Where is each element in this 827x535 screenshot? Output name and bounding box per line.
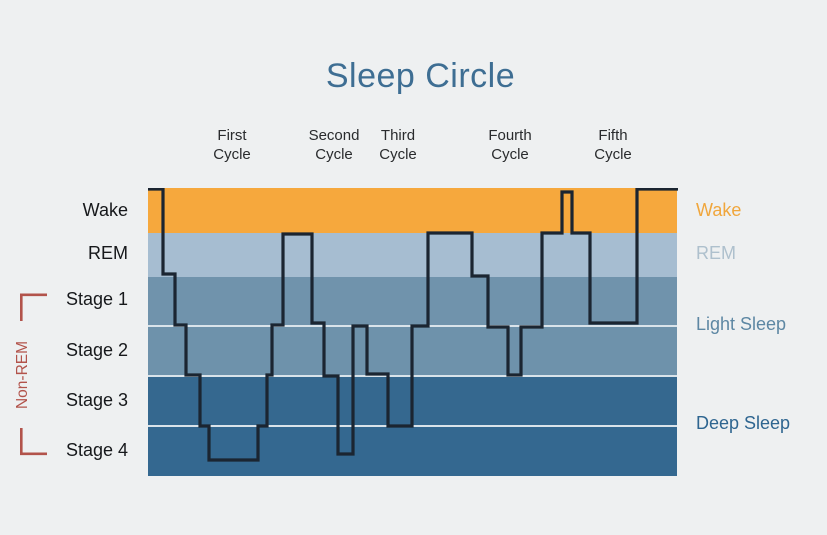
- legend-light-sleep: Light Sleep: [696, 314, 787, 334]
- cycle-header-line2: Cycle: [379, 146, 417, 163]
- cycle-header-line2: Cycle: [491, 146, 529, 163]
- non-rem-label: Non-REM: [14, 340, 31, 410]
- cycle-header-line2: Cycle: [315, 146, 353, 163]
- cycle-header-line1: First: [217, 127, 247, 144]
- cycle-header-line1: Second: [308, 127, 360, 144]
- legend-rem: REM: [696, 243, 736, 263]
- stage-label-stage4: Stage 4: [65, 440, 128, 460]
- cycle-header-line1: Third: [380, 127, 416, 144]
- cycle-header-third: Third Cycle: [353, 126, 443, 164]
- hypnogram-line: [148, 188, 678, 462]
- cycle-header-fourth: Fourth Cycle: [465, 126, 555, 164]
- stage-label-stage1: Stage 1: [65, 289, 128, 309]
- cycle-header-first: First Cycle: [187, 126, 277, 164]
- cycle-header-fifth: Fifth Cycle: [568, 126, 658, 164]
- cycle-header-second: Second Cycle: [289, 126, 379, 164]
- cycle-header-line2: Cycle: [594, 146, 632, 163]
- page-title: Sleep Circle: [325, 57, 516, 95]
- legend-deep-sleep: Deep Sleep: [696, 413, 791, 433]
- stage-label-stage3: Stage 3: [65, 390, 128, 410]
- stage-label-rem: REM: [88, 243, 128, 263]
- band-stage-1: [148, 277, 677, 326]
- cycle-header-line1: Fifth: [598, 127, 628, 144]
- band-rem: [148, 233, 677, 277]
- legend-wake: Wake: [696, 200, 742, 220]
- band-stage-4: [148, 426, 677, 476]
- non-rem-bracket-path: [20, 293, 47, 456]
- hypnogram-chart: [148, 188, 678, 476]
- band-wake: [148, 188, 677, 233]
- cycle-header-line1: Fourth: [488, 127, 532, 144]
- cycle-header-line2: Cycle: [213, 146, 251, 163]
- stage-label-stage2: Stage 2: [65, 340, 128, 360]
- stage-label-wake: Wake: [82, 200, 128, 220]
- non-rem-bracket: [20, 293, 47, 456]
